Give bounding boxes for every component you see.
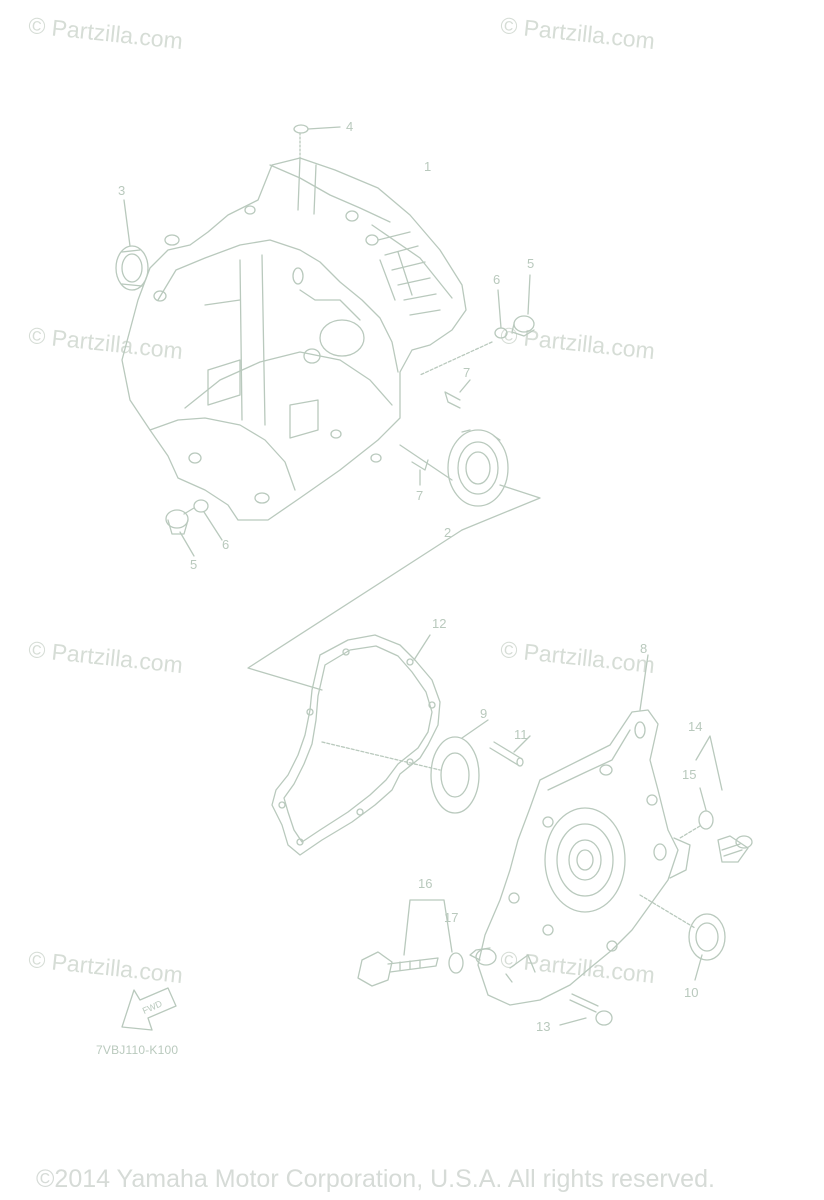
washer-part: [293, 124, 309, 134]
callout-16: 16: [418, 876, 432, 891]
gasket-part: [193, 499, 209, 513]
callout-6: 6: [222, 537, 229, 552]
bearing-part: [447, 429, 509, 507]
callout-labels: 1 2 3 4 5 5 6 6 7 7 8 9 10 11 12 13 14 1…: [118, 119, 702, 1034]
crankcase-part: [121, 157, 467, 521]
callout-3: 3: [118, 183, 125, 198]
callout-10: 10: [684, 985, 698, 1000]
callout-5: 5: [190, 557, 197, 572]
dipstick-part: [357, 951, 439, 987]
callout-13: 13: [536, 1019, 550, 1034]
callout-1: 1: [424, 159, 431, 174]
callout-12: 12: [432, 616, 446, 631]
diagram-code: 7VBJ110-K100: [96, 1043, 179, 1057]
o-ring-part: [698, 810, 714, 830]
oil-seal-part: [115, 245, 149, 291]
cover-gasket-part: [271, 634, 441, 856]
callout-9: 9: [480, 706, 487, 721]
bolt-part: [569, 993, 613, 1026]
callout-7: 7: [463, 365, 470, 380]
callout-8: 8: [640, 641, 647, 656]
gasket-part: [494, 327, 508, 339]
crankcase-cover-part: [469, 709, 691, 1006]
callout-17: 17: [444, 910, 458, 925]
callout-5: 5: [527, 256, 534, 271]
copyright-notice: ©2014 Yamaha Motor Corporation, U.S.A. A…: [36, 1165, 715, 1193]
fwd-arrow-icon: FWD: [121, 987, 177, 1031]
callout-2: 2: [444, 525, 451, 540]
oil-seal-part: [430, 736, 480, 814]
drain-plug-part: [717, 835, 753, 863]
callout-15: 15: [682, 767, 696, 782]
oil-seal-part: [688, 913, 726, 961]
callout-6: 6: [493, 272, 500, 287]
bolt-part: [511, 315, 535, 337]
dowel-pin-part: [489, 741, 524, 767]
callout-7: 7: [416, 488, 423, 503]
o-ring-part: [448, 952, 464, 974]
callout-11: 11: [514, 727, 528, 742]
bolt-part: [165, 507, 195, 535]
callout-14: 14: [688, 719, 702, 734]
callout-4: 4: [346, 119, 353, 134]
